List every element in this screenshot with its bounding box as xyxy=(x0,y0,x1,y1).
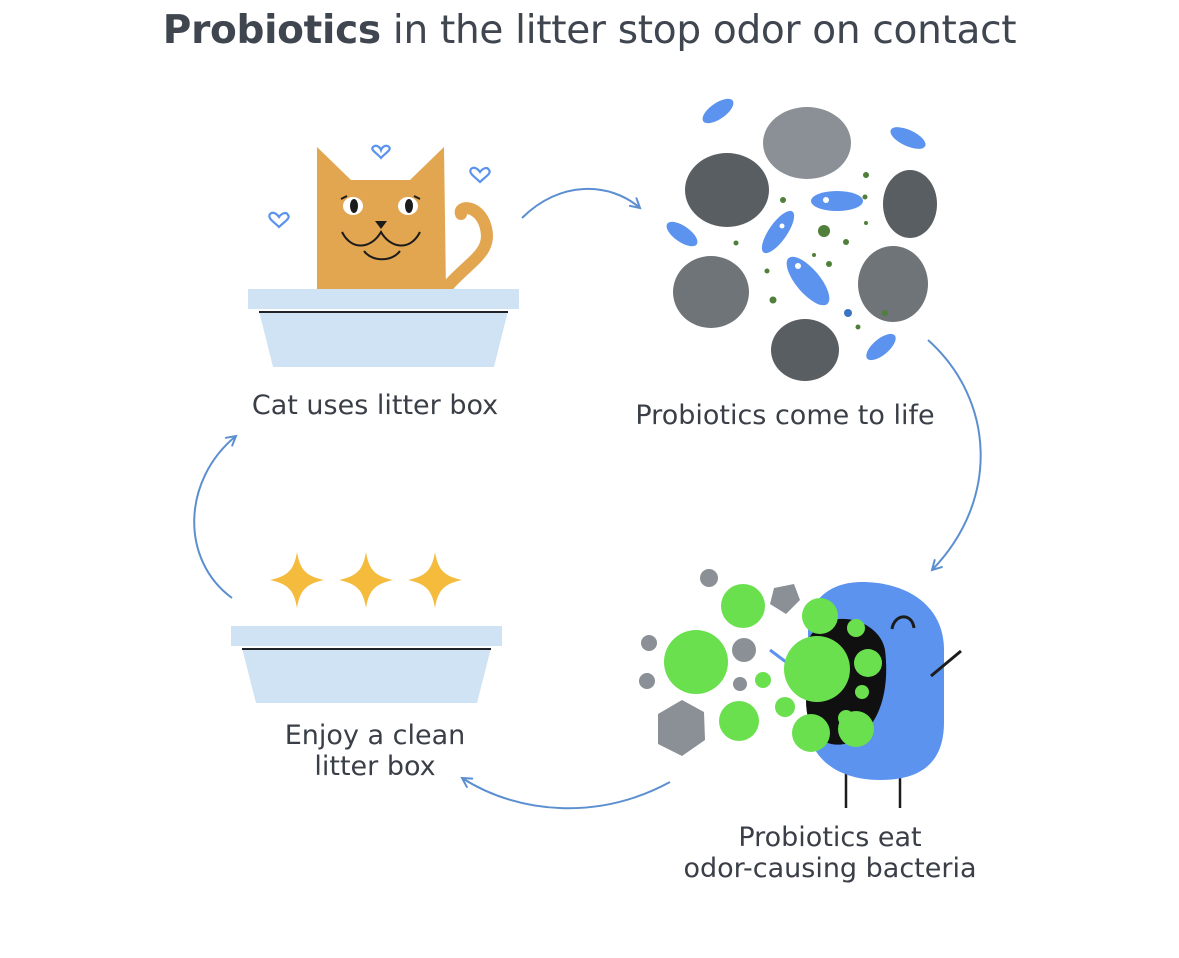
cycle-arrow-icon xyxy=(521,188,640,219)
step-label-line: Cat uses litter box xyxy=(251,390,499,421)
bacteria-icon xyxy=(755,672,771,688)
sparkles xyxy=(270,552,462,608)
heart-icon xyxy=(371,144,391,160)
bacteria-icon xyxy=(719,701,759,741)
bacteria-icon xyxy=(784,636,850,702)
star-icon xyxy=(339,552,393,608)
probiotic-icon xyxy=(702,98,734,124)
bacteria-icon xyxy=(855,685,869,699)
pebble-icon xyxy=(673,256,749,328)
heart-icon xyxy=(268,211,290,229)
step-label-line: Probiotics eat xyxy=(738,822,922,853)
probiotic-cluster xyxy=(666,98,926,361)
litter-box-icon xyxy=(231,626,502,703)
step-label-line: Probiotics come to life xyxy=(635,400,935,431)
bacteria-icon xyxy=(838,711,874,747)
star-icon xyxy=(408,552,462,608)
pebble-icon xyxy=(858,246,928,322)
probiotic-icon xyxy=(666,221,698,247)
bacteria-cluster xyxy=(664,584,882,752)
cycle-arrow-icon xyxy=(927,339,982,570)
title-bold: Probiotics xyxy=(162,8,381,53)
cycle-arrow-icon xyxy=(193,436,236,599)
probiotic-icon xyxy=(786,256,830,306)
step-label-eat: Probiotics eat odor-causing bacteria xyxy=(620,822,1040,884)
bacteria-icon xyxy=(721,584,765,628)
title-rest: in the litter stop odor on contact xyxy=(380,8,1017,53)
page-title: Probiotics in the litter stop odor on co… xyxy=(0,8,1179,53)
step-label-clean: Enjoy a clean litter box xyxy=(220,720,530,782)
heart-icon xyxy=(469,166,491,184)
pebble-cluster xyxy=(673,107,937,381)
particle-dots xyxy=(733,172,888,330)
cat-icon xyxy=(317,147,493,293)
pebble-icon xyxy=(883,170,937,238)
pebble-icon xyxy=(763,107,851,179)
probiotic-icon xyxy=(890,127,926,149)
bacteria-icon xyxy=(802,598,838,634)
star-icon xyxy=(270,552,324,608)
step-label-line: odor-causing bacteria xyxy=(683,853,977,884)
bacteria-icon xyxy=(854,649,882,677)
step-label-line: Enjoy a clean xyxy=(284,720,466,751)
pebble-icon xyxy=(771,319,839,381)
probiotic-icon xyxy=(761,210,795,254)
probiotic-icon xyxy=(811,191,863,211)
step-label-line: litter box xyxy=(314,751,436,782)
bacteria-icon xyxy=(847,619,865,637)
step-label-cat: Cat uses litter box xyxy=(190,390,560,421)
bacteria-icon xyxy=(664,630,728,694)
pebble-icon xyxy=(685,153,769,227)
cycle-arrow-icon xyxy=(462,778,671,810)
bacteria-icon xyxy=(775,697,795,717)
step-label-come-to-life: Probiotics come to life xyxy=(590,400,980,431)
probiotic-icon xyxy=(866,333,896,361)
litter-box-icon xyxy=(248,289,519,367)
debris-pebbles xyxy=(639,569,800,756)
bacteria-icon xyxy=(792,714,830,752)
